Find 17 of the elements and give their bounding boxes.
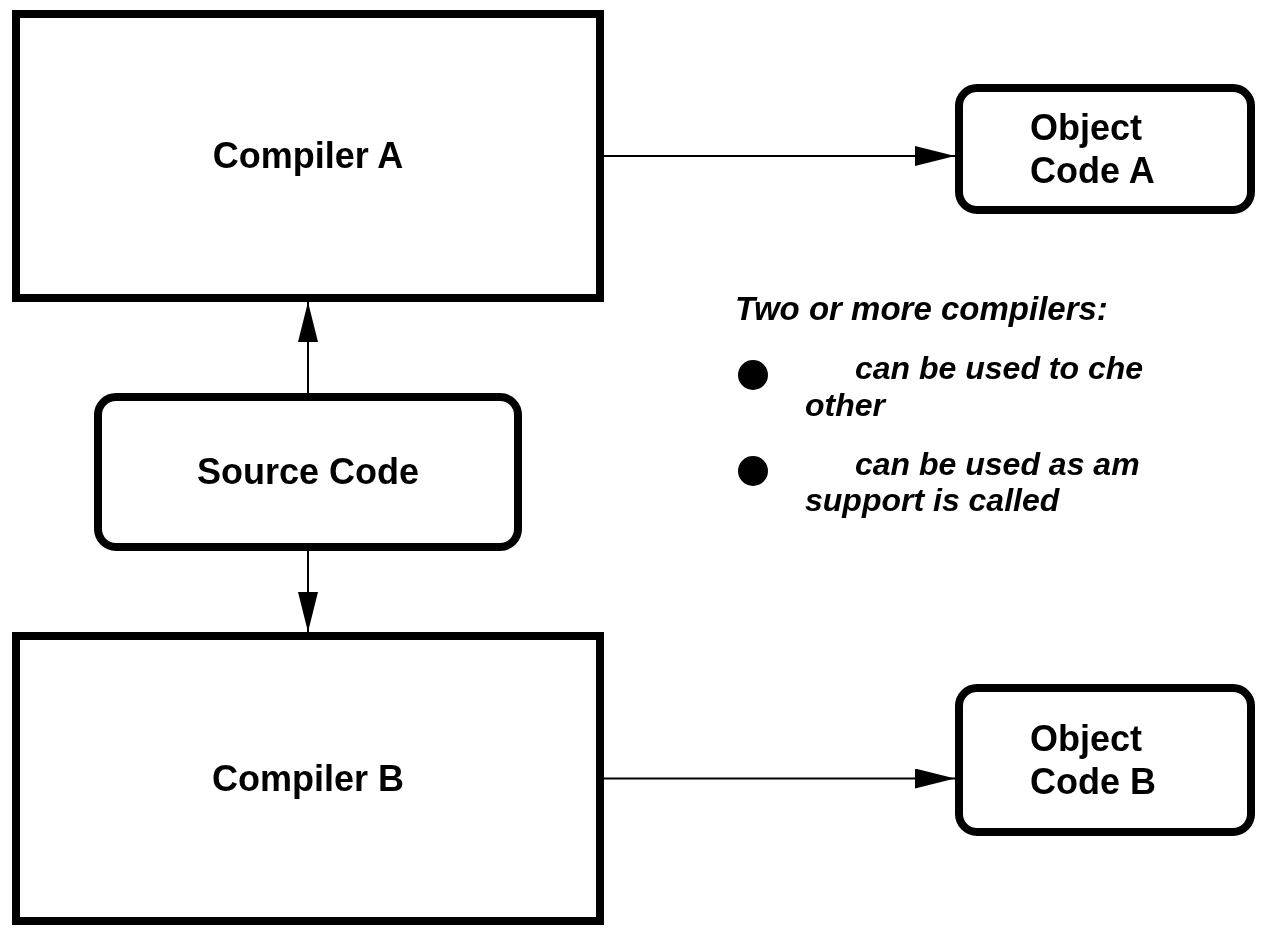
rounded-box — [94, 393, 522, 551]
note-heading: Two or more compilers: — [735, 290, 1109, 328]
process-box — [12, 10, 604, 302]
arrow — [603, 146, 956, 166]
arrow — [298, 550, 318, 633]
node-label: Object Code A — [1030, 105, 1156, 193]
rounded-box — [955, 84, 1255, 214]
bullet-text: can be used as am support is called — [805, 445, 1141, 520]
node-label: Source Code — [196, 450, 419, 494]
arrow — [298, 301, 318, 394]
node-label: Compiler A — [212, 134, 404, 178]
node-label: Object Code B — [1030, 716, 1157, 804]
node-label: Compiler B — [212, 756, 404, 801]
bullet-text: can be used to che other — [805, 350, 1145, 424]
arrow — [603, 768, 956, 789]
process-box — [12, 632, 604, 925]
rounded-box — [955, 684, 1255, 836]
